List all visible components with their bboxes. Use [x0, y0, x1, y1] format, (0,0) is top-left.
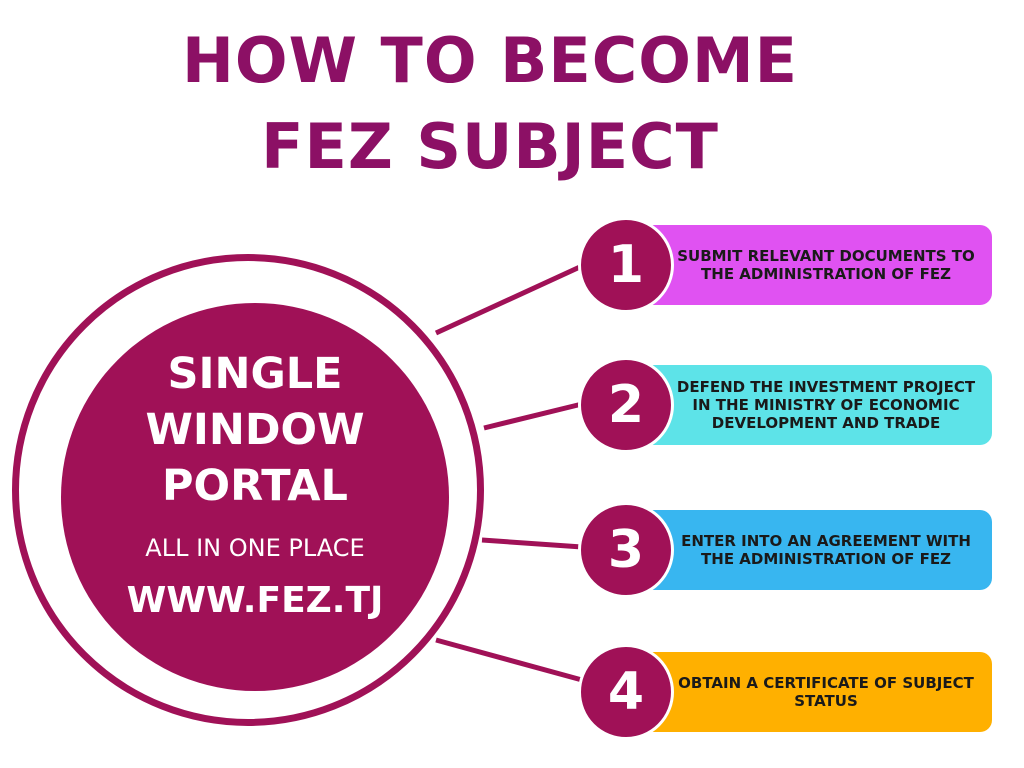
portal-title-line-3: PORTAL	[162, 461, 348, 511]
step-text-1: SUBMIT RELEVANT DOCUMENTS TO THE ADMINIS…	[677, 247, 975, 283]
step-number-3: 3	[578, 502, 674, 598]
step-text-2: DEFEND THE INVESTMENT PROJECT IN THE MIN…	[676, 378, 976, 432]
step-number-2: 2	[578, 357, 674, 453]
connector-3	[481, 537, 583, 550]
portal-url: WWW.FEZ.TJ	[126, 580, 384, 621]
portal-disc	[61, 303, 449, 691]
step-text-4: OBTAIN A CERTIFICATE OF SUBJECT STATUS	[678, 674, 974, 710]
portal-title-line-2: WINDOW	[145, 405, 365, 455]
connector-2	[483, 401, 583, 431]
step-box-1: SUBMIT RELEVANT DOCUMENTS TO THE ADMINIS…	[610, 225, 992, 305]
portal-title-line-1: SINGLE	[167, 349, 343, 399]
connector-1	[434, 263, 584, 336]
title-line-2: FEZ SUBJECT	[261, 110, 719, 183]
page-title: HOW TO BECOME FEZ SUBJECT	[0, 18, 980, 190]
portal-tagline: ALL IN ONE PLACE	[145, 534, 365, 562]
connector-4	[435, 637, 583, 683]
step-text-3: ENTER INTO AN AGREEMENT WITH THE ADMINIS…	[681, 532, 971, 568]
step-number-1: 1	[578, 217, 674, 313]
title-line-1: HOW TO BECOME	[181, 24, 799, 97]
step-number-4: 4	[578, 644, 674, 740]
